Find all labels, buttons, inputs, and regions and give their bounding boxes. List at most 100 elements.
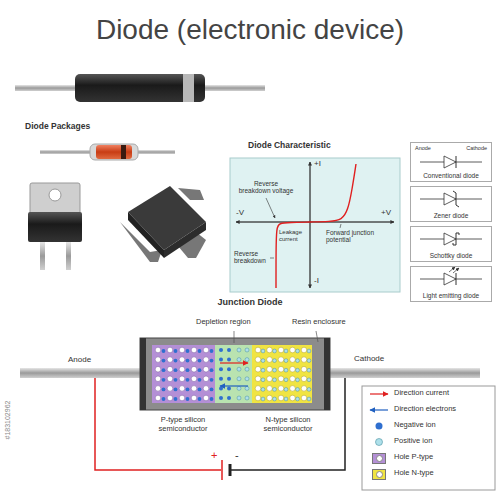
ion-lattice-part <box>179 386 185 392</box>
glass-diode-package-part <box>121 145 126 159</box>
legend-text: Hole P-type <box>394 453 433 462</box>
to220-package-part <box>40 242 45 270</box>
legend-text: Hole N-type <box>394 469 434 478</box>
ion-lattice-part <box>273 359 277 363</box>
junction-diode-part <box>316 331 318 342</box>
ion-lattice-part <box>162 397 166 401</box>
hole-dot <box>376 471 383 478</box>
ion-lattice-part <box>290 395 296 401</box>
graph-annotation: Reverse breakdown voltage <box>238 180 294 195</box>
ion-lattice-part <box>290 366 296 372</box>
ion-lattice-part <box>267 347 273 353</box>
ion-lattice-part <box>155 386 161 392</box>
part-label: P-type silicon semiconductor <box>146 416 220 433</box>
graph-annotation: Forward junction potential <box>326 229 380 244</box>
ion-lattice-part <box>301 376 307 382</box>
junction-diode-part <box>229 464 232 476</box>
ion-lattice-part <box>245 348 249 352</box>
ion-lattice-part <box>198 378 202 382</box>
ion-lattice-part <box>162 388 166 392</box>
ion-lattice-part <box>237 367 241 371</box>
symbol-box: Schottky diode <box>410 226 492 262</box>
ion-lattice-part <box>219 377 223 381</box>
legend-swatch <box>372 469 386 480</box>
diode-symbols-part <box>453 268 459 273</box>
ion-lattice-part <box>307 349 311 353</box>
junction-diode-part <box>324 338 330 410</box>
junction-diode-part <box>95 378 221 470</box>
ion-lattice-part <box>255 376 261 382</box>
ion-lattice-part <box>186 359 190 363</box>
glass-diode-package-part <box>90 144 138 160</box>
junction-diode-part <box>152 345 215 403</box>
hole-dot <box>376 455 383 462</box>
ion-lattice-part <box>198 388 202 392</box>
ion-lattice-part <box>273 368 277 372</box>
ion-lattice-part <box>255 395 261 401</box>
symbol-caption: Light emitting diode <box>411 292 491 299</box>
ion-lattice-part <box>174 368 178 372</box>
iv-graph-part <box>266 198 275 218</box>
graph-annotation: Leakage current <box>279 229 305 243</box>
ion-lattice-part <box>167 357 173 363</box>
ion-lattice-part <box>203 386 209 392</box>
legend-samples <box>362 386 495 490</box>
smd-package-part <box>128 186 206 250</box>
ion-lattice-part <box>255 366 261 372</box>
ion-lattice-part <box>245 377 249 381</box>
ion-lattice-part <box>174 359 178 363</box>
to220-package-part <box>66 242 71 270</box>
graph-annotation: Reverse breakdown <box>234 250 270 265</box>
ion-lattice-part <box>219 348 223 352</box>
ion-lattice-part <box>278 395 284 401</box>
section-heading: Junction Diode <box>190 297 310 307</box>
ion-lattice-part <box>186 368 190 372</box>
ion-lattice-part <box>296 359 300 363</box>
ion-lattice-part <box>210 378 214 382</box>
diode-triangle <box>444 193 456 205</box>
to220-package <box>28 183 82 270</box>
ion-lattice-part <box>307 388 311 392</box>
ion-lattice-part <box>203 347 209 353</box>
ion-lattice-part <box>167 347 173 353</box>
ion-lattice-part <box>167 366 173 372</box>
axis-label: -V <box>236 208 244 217</box>
section-heading: Diode Packages <box>25 122 90 132</box>
ion-lattice-part <box>267 395 273 401</box>
ion-lattice-part <box>307 359 311 363</box>
ion-lattice-part <box>296 388 300 392</box>
ion-lattice-part <box>198 368 202 372</box>
graph-panel: Diode Characteristic <box>230 158 400 292</box>
junction-diode-part <box>140 338 146 410</box>
ion-lattice-part <box>237 348 241 352</box>
ion-lattice-part <box>301 347 307 353</box>
ion-lattice-part <box>255 386 261 392</box>
ion-lattice-part <box>284 378 288 382</box>
smd-package <box>120 186 206 262</box>
ion-lattice-part <box>219 358 223 362</box>
axis-label: +I <box>314 159 321 168</box>
ion-lattice-part <box>174 397 178 401</box>
smd-package-part <box>128 212 164 258</box>
ion-lattice-part <box>261 388 265 392</box>
ion-lattice-part <box>284 368 288 372</box>
junction-diode <box>20 331 480 480</box>
axis-label: +V <box>381 208 391 217</box>
glass-diode-package-part <box>96 145 132 159</box>
ion-lattice-part <box>307 368 311 372</box>
ion-lattice-part <box>210 388 214 392</box>
part-label: Depletion region <box>196 318 251 327</box>
ion-lattice-part <box>227 348 231 352</box>
ion-lattice-part <box>301 357 307 363</box>
ion-lattice-part <box>296 397 300 401</box>
iv-graph-part <box>310 162 311 288</box>
junction-diode-part <box>252 345 312 403</box>
legend-text: Positive ion <box>394 437 432 446</box>
ion-lattice-part <box>245 386 249 390</box>
ion-lattice-part <box>278 386 284 392</box>
part-label: Resin enclosure <box>292 318 346 327</box>
ion-lattice-part <box>186 388 190 392</box>
ion-lattice-part <box>255 347 261 353</box>
ion-lattice-part <box>284 397 288 401</box>
